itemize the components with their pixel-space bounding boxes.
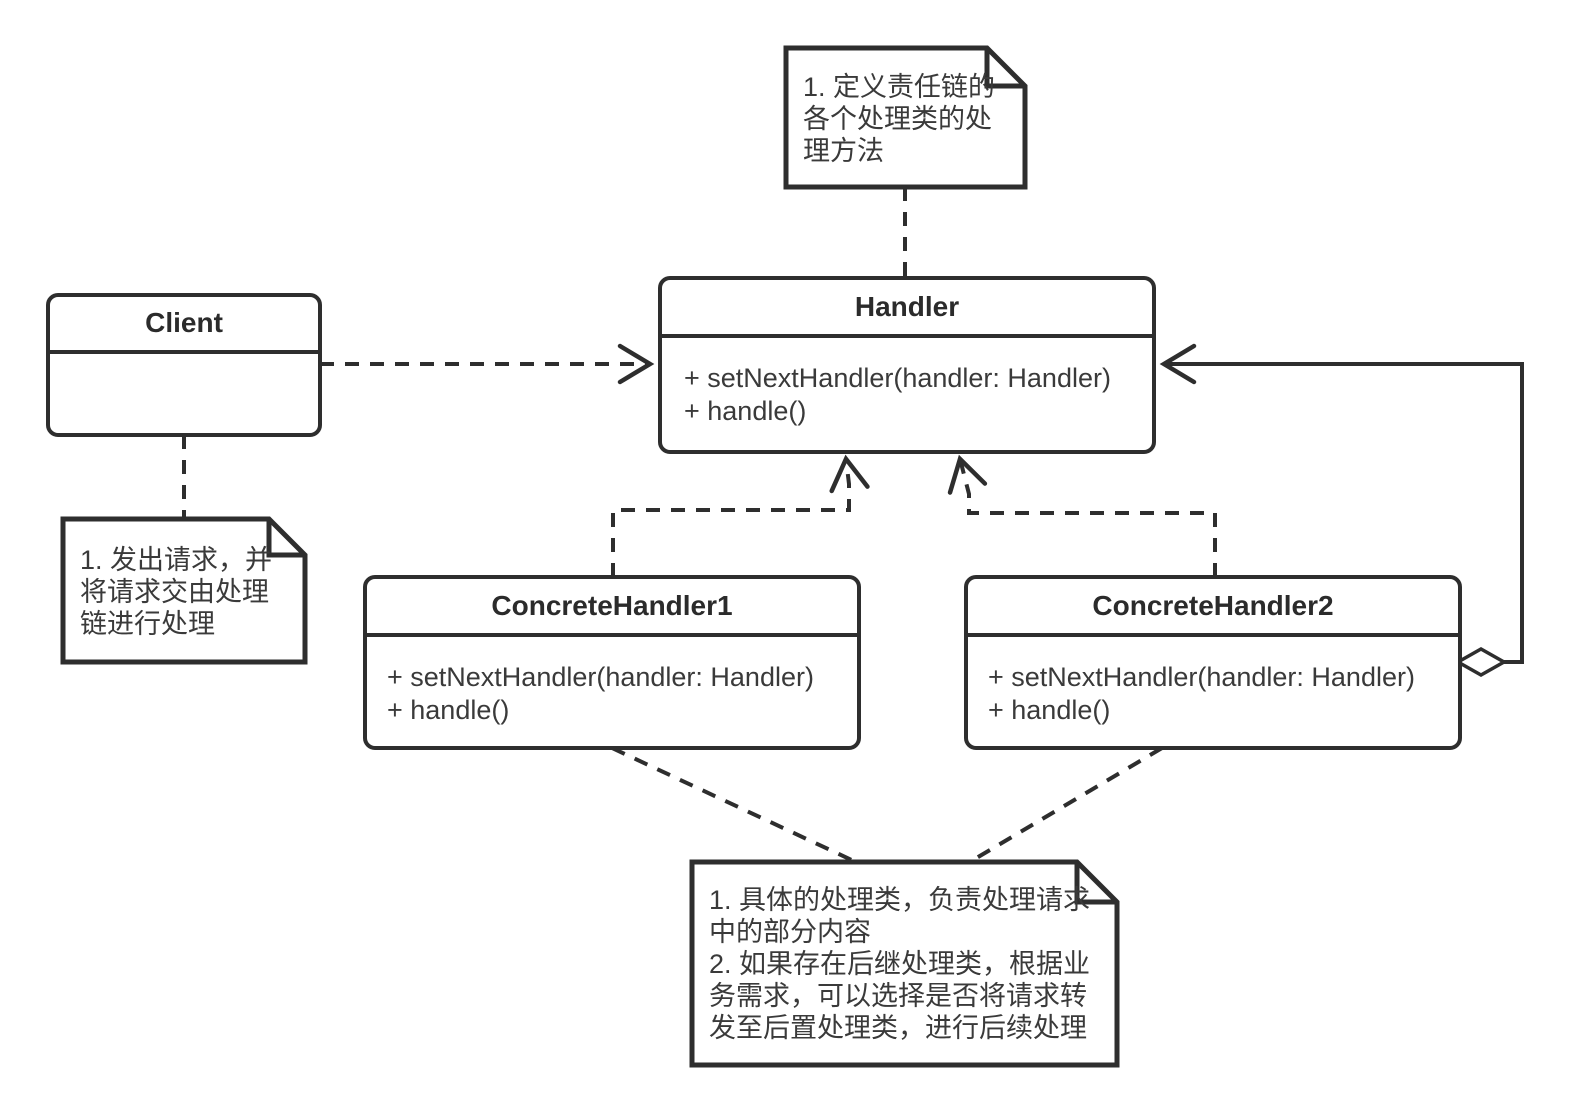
handler-note-text: 1. 定义责任链的 各个处理类的处 理方法 — [803, 72, 996, 166]
concrete-note-shape — [689, 859, 1120, 1068]
aggregation-diamond — [1454, 646, 1508, 678]
handler-note-shape — [783, 45, 1028, 190]
client-note-text: 1. 发出请求，并 将请求交由处理 链进行处理 — [80, 545, 273, 639]
concrete-handler-1-class-title: ConcreteHandler1 — [491, 590, 733, 621]
realization-concretehandler1-handler-line — [611, 454, 870, 577]
realization-concretehandler2-handler-line — [947, 454, 1217, 577]
concrete-handler-2-class-members: + setNextHandler(handler: Handler) + han… — [988, 662, 1415, 725]
concrete-handler-2-class-title: ConcreteHandler2 — [1092, 590, 1334, 621]
handler-class-members: + setNextHandler(handler: Handler) + han… — [684, 363, 1111, 426]
client-class-title: Client — [145, 307, 223, 338]
concrete-handler-1-class-members: + setNextHandler(handler: Handler) + han… — [387, 662, 814, 725]
concrete-handler-1-class-box — [363, 575, 861, 750]
note-connector-concrete-note-right-line — [966, 746, 1164, 865]
concrete-note-text: 1. 具体的处理类，负责处理请求 中的部分内容 2. 如果存在后继处理类，根据业… — [709, 885, 1091, 1043]
note-connector-concrete-note-left-line — [611, 746, 859, 865]
aggregation-concretehandler2-handler-line — [1159, 343, 1524, 664]
handler-class-box — [658, 276, 1156, 454]
concrete-handler-2-class-box — [964, 575, 1462, 750]
client-note-shape — [60, 516, 308, 665]
client-class-box — [46, 293, 322, 437]
handler-class-title: Handler — [854, 291, 960, 322]
